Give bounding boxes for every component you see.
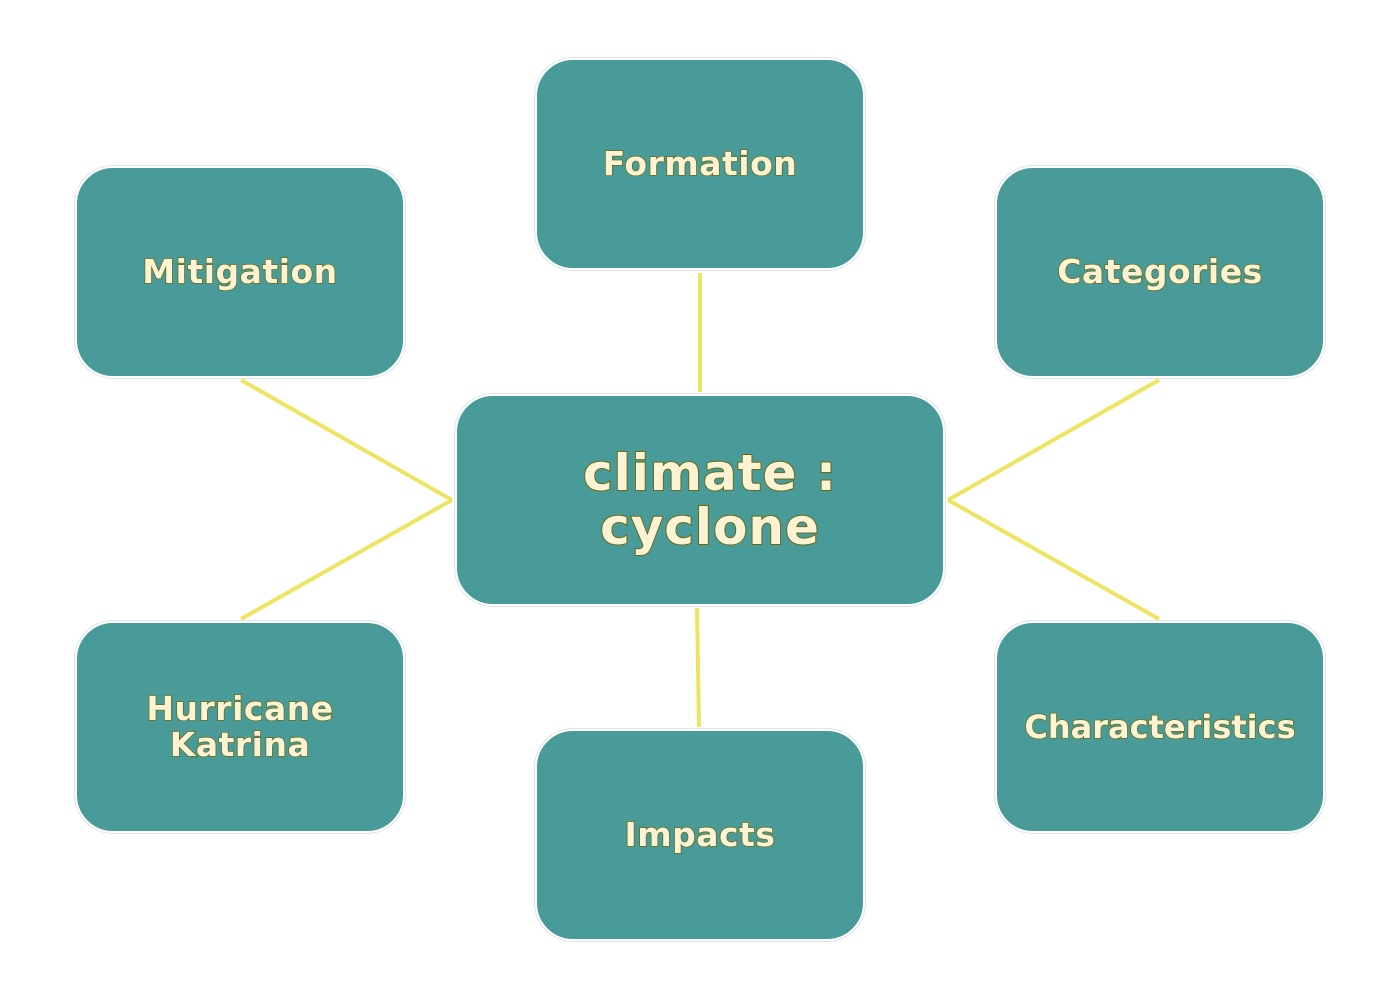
central-topic-label: climate : cyclone xyxy=(582,444,837,556)
connector-categories xyxy=(947,378,1160,502)
central-topic-node[interactable]: climate : cyclone xyxy=(455,394,945,606)
hurricane-katrina-label: Hurricane Katrina xyxy=(146,689,334,764)
mitigation-label: Mitigation xyxy=(142,252,338,291)
formation-node[interactable]: Formation xyxy=(535,58,865,270)
connector-mitigation xyxy=(240,378,453,502)
categories-node[interactable]: Categories xyxy=(995,166,1325,378)
characteristics-label: Characteristics xyxy=(1024,708,1297,746)
connector-katrina xyxy=(240,498,453,621)
characteristics-node[interactable]: Characteristics xyxy=(995,621,1325,833)
connector-characteristics xyxy=(947,498,1160,621)
hurricane-katrina-node[interactable]: Hurricane Katrina xyxy=(75,621,405,833)
categories-label: Categories xyxy=(1056,252,1263,291)
impacts-label: Impacts xyxy=(624,815,776,854)
impacts-node[interactable]: Impacts xyxy=(535,729,865,941)
formation-label: Formation xyxy=(602,144,798,183)
connector-impacts xyxy=(695,607,701,728)
mitigation-node[interactable]: Mitigation xyxy=(75,166,405,378)
